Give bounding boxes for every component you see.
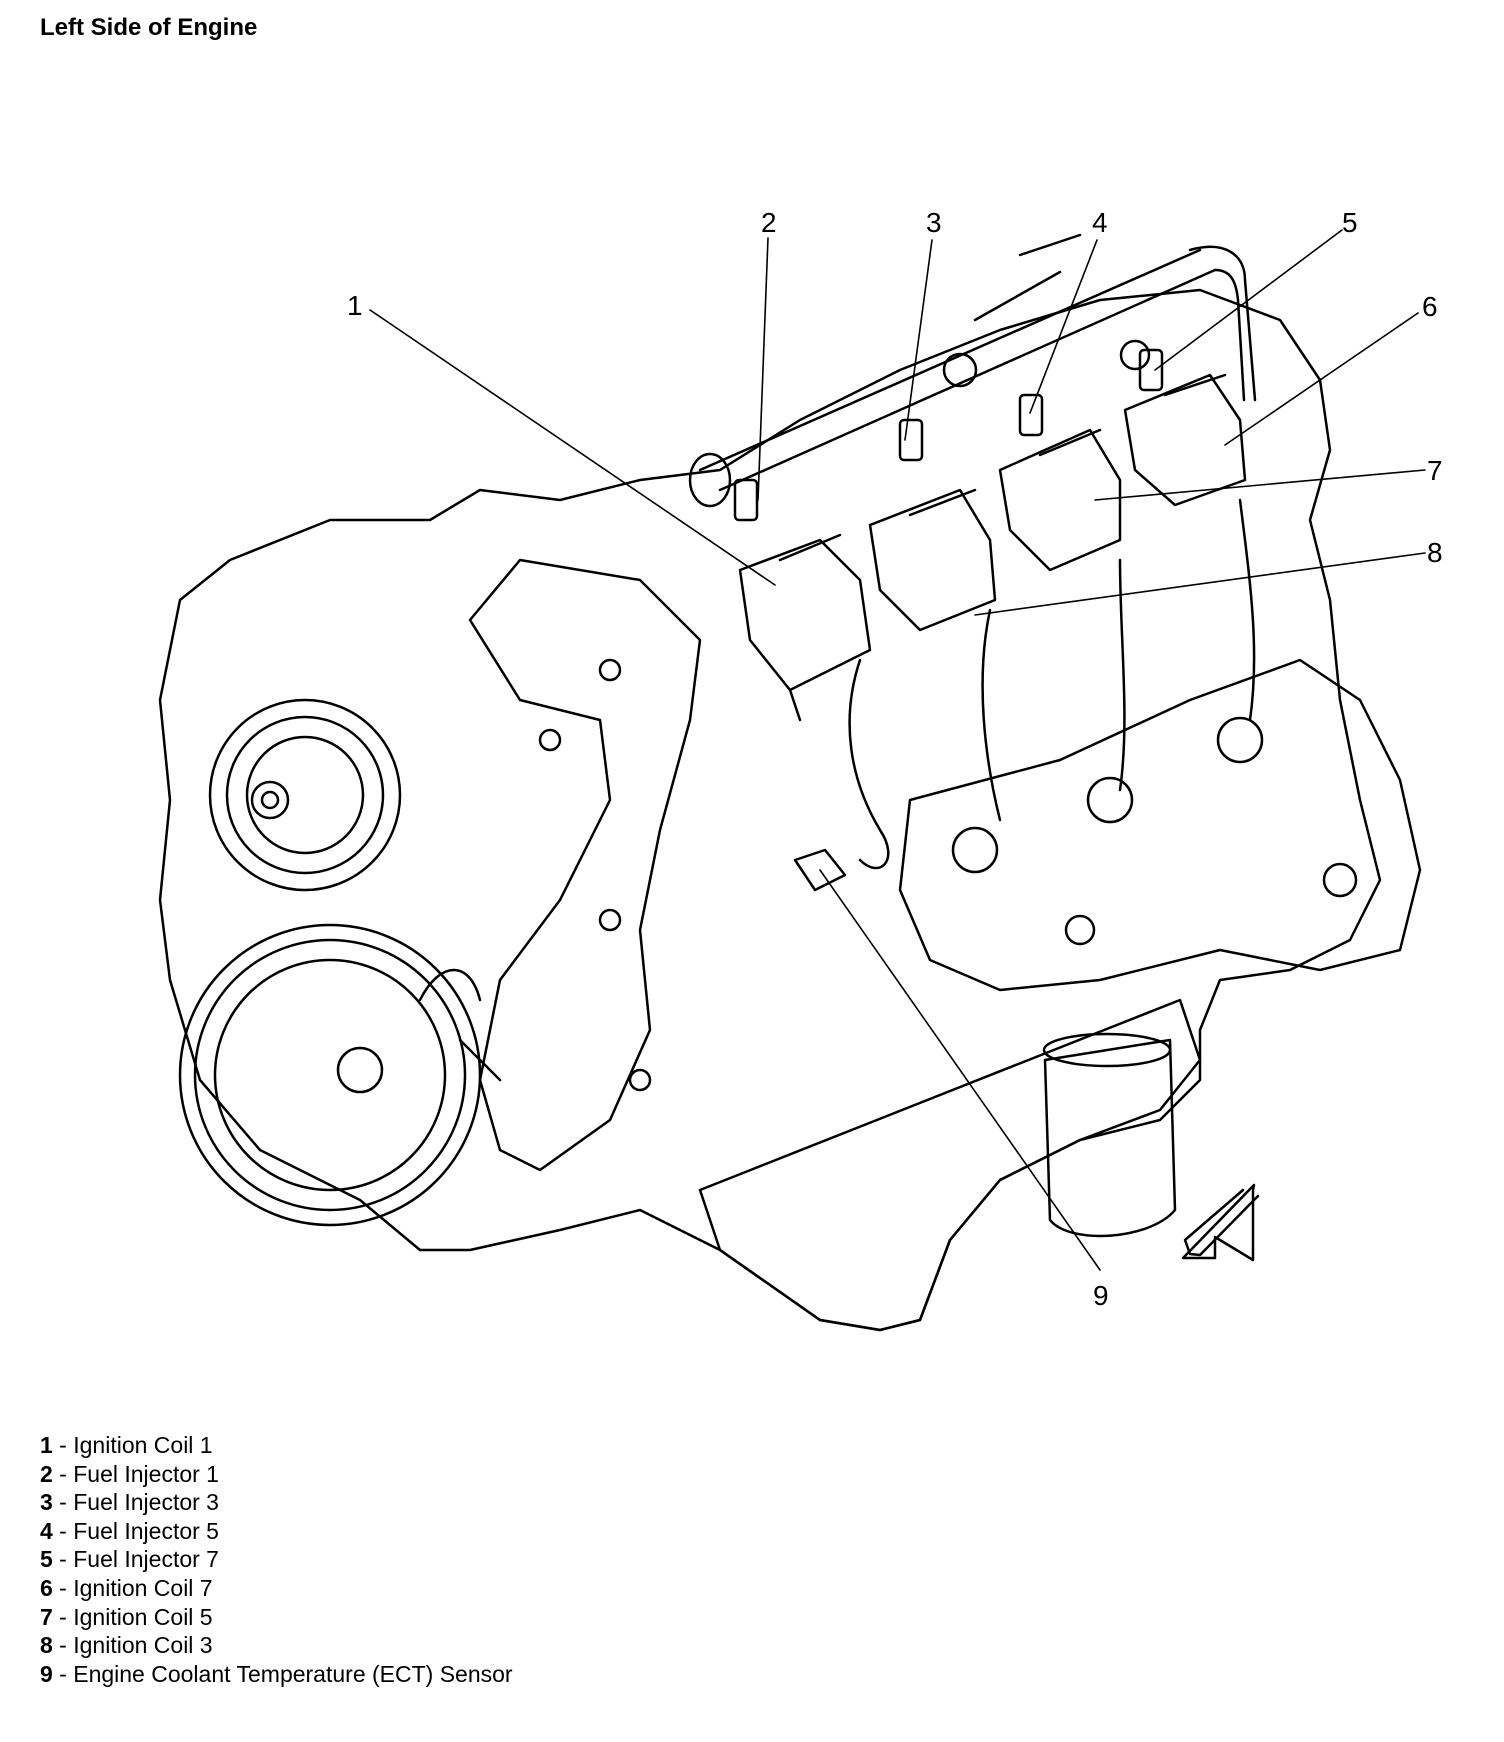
engine-block: [158, 288, 1382, 1332]
accessory-bracket: [468, 558, 702, 1172]
water-pump-pulley: [208, 698, 402, 892]
legend-item: 2 - Fuel Injector 1: [40, 1460, 219, 1487]
leader-line-9: [819, 869, 1101, 1271]
callout-4: 4: [1092, 207, 1108, 238]
exhaust-manifold: [898, 658, 1422, 992]
legend-item: 3 - Fuel Injector 3: [40, 1489, 219, 1516]
legend-item: 6 - Ignition Coil 7: [40, 1574, 213, 1601]
legend-item: 1 - Ignition Coil 1: [40, 1432, 213, 1458]
callout-6: 6: [1422, 291, 1438, 322]
front-direction-arrow: [1181, 1183, 1260, 1262]
callout-3: 3: [926, 207, 942, 238]
ignition-coils: [738, 373, 1247, 722]
leader-lines: [369, 229, 1426, 1271]
callout-7: 7: [1427, 455, 1443, 486]
leader-line-1: [369, 309, 776, 586]
legend-item: 4 - Fuel Injector 5: [40, 1517, 219, 1544]
legend-item: 8 - Ignition Coil 3: [40, 1632, 213, 1659]
legend-item: 9 - Engine Coolant Temperature (ECT) Sen…: [40, 1660, 513, 1687]
leader-line-4: [1029, 239, 1098, 414]
spark-plug-wires: [848, 498, 1256, 870]
fuel-injectors: [733, 339, 1164, 522]
callout-8: 8: [1427, 537, 1443, 568]
leader-line-5: [1154, 229, 1343, 371]
leader-line-7: [1094, 469, 1426, 501]
oil-filter: [1042, 1032, 1177, 1238]
legend-item: 5 - Fuel Injector 7: [40, 1546, 219, 1573]
callout-1: 1: [347, 290, 363, 321]
callout-2: 2: [761, 207, 777, 238]
fuel-rail: [688, 233, 1257, 508]
ect-sensor: [793, 848, 847, 892]
leader-line-3: [904, 239, 933, 441]
callout-5: 5: [1342, 207, 1358, 238]
leader-line-8: [974, 552, 1426, 616]
leader-line-2: [757, 237, 769, 501]
legend: 1 - Ignition Coil 1 2 - Fuel Injector 1 …: [40, 1431, 513, 1688]
diagram-title: Left Side of Engine: [40, 14, 258, 41]
callout-labels: 1 2 3 4 5 6 7 8 9: [347, 207, 1443, 1311]
leader-line-6: [1224, 312, 1419, 446]
legend-item: 7 - Ignition Coil 5: [40, 1603, 213, 1630]
crankshaft-pulley: [178, 923, 502, 1227]
callout-9: 9: [1093, 1280, 1109, 1311]
